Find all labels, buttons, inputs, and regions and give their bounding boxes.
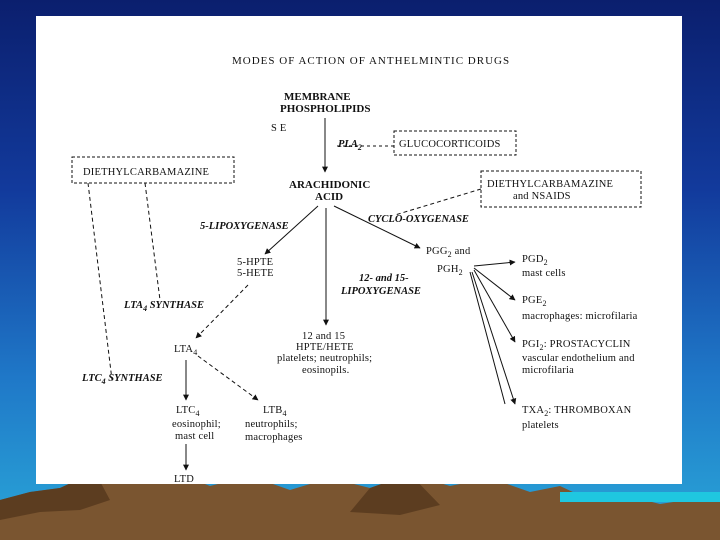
lta4-synthase-label: LTA4 SYNTHASE — [123, 300, 204, 313]
ltb4-label: LTB4 — [263, 405, 287, 418]
hpte1215-label-4: eosinopils. — [302, 365, 349, 376]
pge2-cell: macrophages: microfilaria — [522, 311, 638, 322]
hpte1215-label-2: HPTE/HETE — [296, 342, 354, 353]
pgd2-label: PGD2 — [522, 254, 548, 267]
ltb4-cell-2: macrophages — [245, 432, 303, 443]
arrow-arachidonic-to-pgg2 — [334, 206, 420, 248]
pgh2-label: PGH2 — [437, 264, 463, 277]
pgi2-cell-2: microfilaria — [522, 365, 574, 376]
dec-left-label: DIETHYLCARBAMAZINE — [83, 167, 209, 178]
membrane-label: MEMBRANE — [284, 91, 351, 103]
cyclooxygenase-label: CYCLO-OXYGENASE — [368, 214, 469, 225]
acid-label: ACID — [315, 191, 343, 203]
hete5-label: 5-HETE — [237, 268, 274, 279]
lta4-label: LTA4 — [174, 344, 197, 357]
pgg2-label: PGG2 and — [426, 246, 471, 259]
ltc4-synthase-label: LTC4 SYNTHASE — [81, 373, 163, 386]
arrow-pgh2-to-pge2 — [474, 268, 515, 300]
diagram-title: MODES OF ACTION OF ANTHELMINTIC DRUGS — [232, 55, 510, 67]
dec-nsaids-label-2: and NSAIDS — [513, 191, 571, 202]
pge2-label: PGE2 — [522, 295, 547, 308]
lipox1215-label-1: 12- and 15- — [359, 273, 409, 284]
dec-left-dashed-1 — [88, 183, 112, 380]
pgi2-label: PGI2: PROSTACYCLIN — [522, 339, 631, 352]
pgi2-cell-1: vascular endothelium and — [522, 353, 635, 364]
phospholipids-label: PHOSPHOLIPIDS — [280, 103, 370, 115]
arrow-lta4-to-ltb4 — [198, 356, 258, 400]
hpte1215-label-1: 12 and 15 — [302, 331, 345, 342]
txa2-label: TXA2: THROMBOXAN — [522, 405, 632, 418]
lipox1215-label-2: LIPOXYGENASE — [340, 286, 421, 297]
hpte1215-label-3: platelets; neutrophils; — [277, 353, 372, 364]
hpte5-label: 5-HPTE — [237, 257, 273, 268]
glucocorticoids-label: GLUCOCORTICOIDS — [399, 139, 501, 150]
arrow-pgh2-to-pgd2 — [474, 262, 515, 266]
dec-left-dashed-2 — [145, 183, 160, 300]
se-label: S E — [271, 123, 286, 134]
lipoxygenase-5-label: 5-LIPOXYGENASE — [200, 221, 289, 232]
arachidonic-label: ARACHIDONIC — [289, 179, 370, 191]
arrow-pgh2-to-pgi2 — [474, 270, 515, 342]
arrow-pgh2-to-txa2-b — [470, 272, 505, 404]
ltc4-cell-2: mast cell — [175, 431, 214, 442]
txa2-cell: platelets — [522, 420, 559, 431]
ltd-label: LTD — [174, 474, 194, 485]
dec-nsaids-label-1: DIETHYLCARBAMAZINE — [487, 179, 613, 190]
dec-nsaids-dashed — [395, 189, 481, 215]
ltc4-label: LTC4 — [176, 405, 200, 418]
ltc4-cell-1: eosinophil; — [172, 419, 221, 430]
arrow-pgh2-to-txa2 — [472, 272, 515, 404]
arrow-5hete-to-lta4 — [196, 285, 248, 338]
pgd2-cell: mast cells — [522, 268, 566, 279]
ltb4-cell-1: neutrophils; — [245, 419, 298, 430]
